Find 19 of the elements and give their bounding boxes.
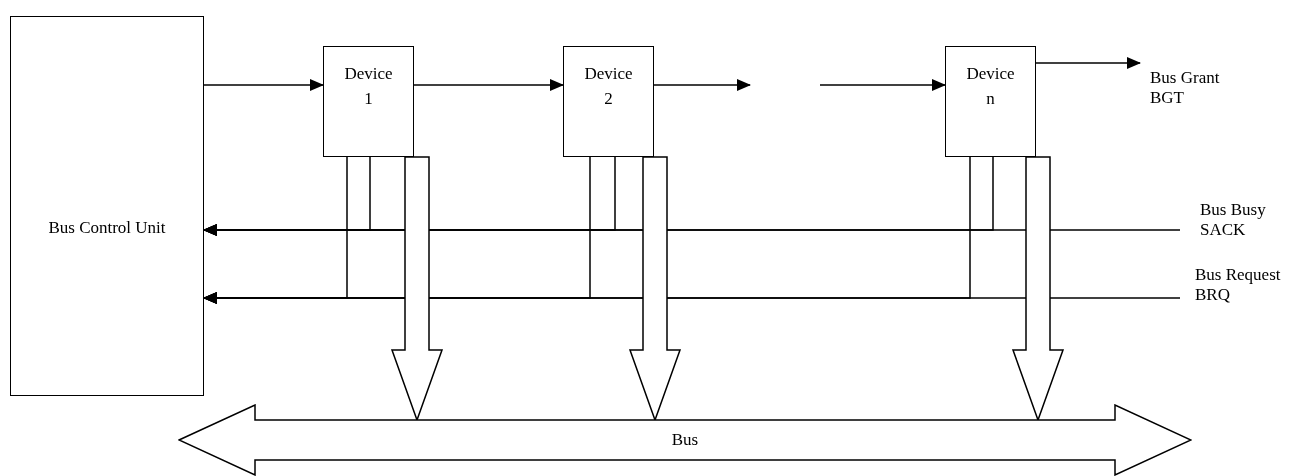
signal-label: Bus Busy SACK bbox=[1200, 200, 1295, 240]
arrow bbox=[819, 79, 946, 91]
arrow bbox=[1035, 57, 1141, 69]
device-box bbox=[323, 46, 414, 157]
signal-label: Bus Request BRQ bbox=[1195, 265, 1310, 305]
arrow bbox=[203, 156, 994, 236]
signal-label: Bus Grant BGT bbox=[1150, 68, 1240, 108]
arrow bbox=[413, 79, 564, 91]
arrow bbox=[203, 156, 971, 304]
arrow bbox=[653, 79, 751, 91]
node-label: Device n bbox=[965, 63, 1016, 110]
node-label: Bus Control Unit bbox=[47, 217, 167, 239]
arrow bbox=[203, 79, 324, 91]
control-unit-box bbox=[10, 16, 204, 396]
device-box bbox=[945, 46, 1036, 157]
bus-label: Bus bbox=[671, 429, 699, 451]
node-label: Device 2 bbox=[583, 63, 634, 110]
device-box bbox=[563, 46, 654, 157]
node-label: Device 1 bbox=[343, 63, 394, 110]
